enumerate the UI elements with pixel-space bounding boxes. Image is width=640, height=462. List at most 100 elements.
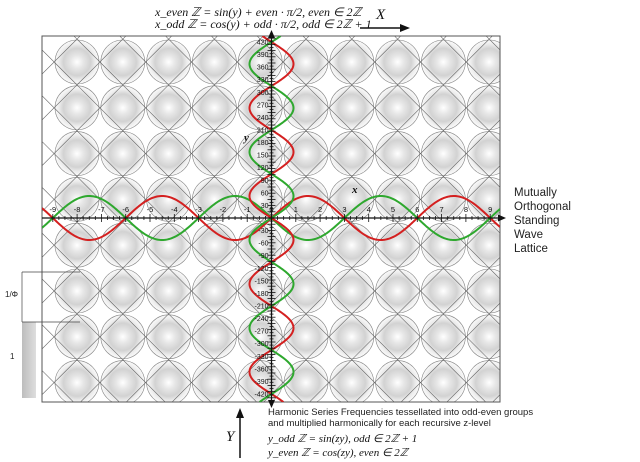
y-tick-label: 240 xyxy=(257,115,269,122)
unit-scale-bar xyxy=(22,322,36,398)
y-tick-label: 90 xyxy=(261,178,269,185)
lattice-sphere xyxy=(54,85,100,131)
x-axis-name: x xyxy=(351,184,358,196)
equation-y-even: y_even ℤ = cos(zy), even ∈ 2ℤ xyxy=(268,447,408,459)
y-tick-label: -300 xyxy=(254,341,268,348)
x-tick-label: -4 xyxy=(171,205,178,214)
lattice-diamond xyxy=(488,165,500,188)
vertical-wave-green xyxy=(248,36,295,402)
y-tick-label: 420 xyxy=(257,40,269,47)
equation-x-odd: x_odd ℤ = cos(y) + odd · π/2, odd ∈ 2ℤ +… xyxy=(155,17,372,31)
y-tick-label: -330 xyxy=(254,354,268,361)
lattice-sphere xyxy=(466,222,500,268)
lattice-sphere xyxy=(329,360,375,402)
lattice-sphere xyxy=(513,132,557,176)
y-axis-arrowhead-bottom xyxy=(268,400,275,408)
lattice-sphere xyxy=(146,131,191,176)
lattice-sphere xyxy=(100,131,146,176)
x-tick-label: -2 xyxy=(220,205,227,214)
lattice-diamond xyxy=(309,382,349,402)
lattice-sphere xyxy=(283,39,329,85)
y-tick-label: -30 xyxy=(258,228,268,235)
y-tick-label: 120 xyxy=(257,165,269,172)
y-tick-label: -90 xyxy=(258,253,268,260)
x-tick-label: 7 xyxy=(440,205,444,214)
x-axis-arrowhead xyxy=(498,214,506,222)
y-tick-label: 360 xyxy=(257,65,269,72)
title-line: Wave xyxy=(514,229,543,241)
lattice-sphere xyxy=(329,314,375,360)
lattice-sphere xyxy=(192,314,237,360)
phi-scale-label: 1/Φ xyxy=(5,290,19,299)
lattice-sphere xyxy=(100,39,146,85)
lattice-diamond xyxy=(492,394,500,402)
x-tick-label: 9 xyxy=(488,205,492,214)
lattice-sphere xyxy=(375,39,420,85)
lattice-sphere xyxy=(146,39,191,85)
lattice-diamond xyxy=(400,382,441,402)
lattice-sphere xyxy=(54,314,100,360)
lattice-diamond xyxy=(488,211,500,234)
lattice-sphere xyxy=(283,85,329,131)
lattice-diamond xyxy=(488,256,500,280)
x-tick-label: 1 xyxy=(294,205,298,214)
y-tick-label: -420 xyxy=(254,392,268,399)
y-tick-label: -360 xyxy=(254,366,268,373)
lattice-diamond xyxy=(217,382,258,402)
lattice-sphere xyxy=(192,131,237,176)
y-tick-label: -240 xyxy=(254,316,268,323)
lattice-sphere xyxy=(54,131,100,176)
decoration-layer xyxy=(21,24,410,458)
lattice-sphere xyxy=(421,85,466,131)
lattice-diamond xyxy=(488,119,500,142)
lattice-sphere xyxy=(100,268,146,314)
y-tick-label: -210 xyxy=(254,304,268,311)
lattice-sphere xyxy=(101,406,145,450)
lattice-diamond xyxy=(488,348,500,371)
lattice-sphere xyxy=(421,222,466,268)
lattice-sphere xyxy=(146,360,191,402)
lattice-sphere xyxy=(421,131,466,176)
lattice-sphere xyxy=(375,360,420,402)
diagram-title: Mutually Orthogonal Standing Wave Lattic… xyxy=(514,186,571,256)
y-axis-name: y xyxy=(242,132,249,144)
x-tick-label: 4 xyxy=(367,205,371,214)
lattice-sphere xyxy=(54,39,100,85)
y-tick-label: 60 xyxy=(261,190,269,197)
lattice-sphere xyxy=(421,39,466,85)
lattice-sphere xyxy=(513,86,557,130)
x-tick-label: -5 xyxy=(147,205,154,214)
y-tick-label: 300 xyxy=(257,90,269,97)
lattice-sphere xyxy=(54,268,100,314)
lattice-diamond xyxy=(488,73,500,97)
lattice-sphere xyxy=(421,314,466,360)
lattice-sphere xyxy=(421,268,466,314)
lattice-sphere xyxy=(283,131,329,176)
unit-scale-label: 1 xyxy=(10,352,15,361)
lattice-diamond xyxy=(80,382,120,402)
y-tick-label: 180 xyxy=(257,140,269,147)
lattice-sphere xyxy=(55,406,99,450)
vertical-wave-red xyxy=(248,36,295,402)
lattice-diamond xyxy=(488,302,500,326)
x-tick-label: 8 xyxy=(464,205,468,214)
lattice-sphere xyxy=(466,85,500,131)
lattice-sphere xyxy=(513,361,557,405)
x-tick-label: -6 xyxy=(122,205,129,214)
lattice-sphere xyxy=(329,85,375,131)
x-direction-arrowhead xyxy=(400,24,410,32)
lattice-sphere xyxy=(192,268,237,314)
x-tick-label: -7 xyxy=(98,205,105,214)
harmonic-note-line: and multiplied harmonically for each rec… xyxy=(268,418,491,429)
y-tick-label: -120 xyxy=(254,266,268,273)
y-tick-label: 390 xyxy=(257,52,269,59)
x-tick-label: 3 xyxy=(342,205,346,214)
lattice-sphere xyxy=(192,85,237,131)
lattice-diamond xyxy=(171,382,212,402)
lattice-diamond xyxy=(42,382,74,402)
y-tick-label: 150 xyxy=(257,153,269,160)
lattice-sphere xyxy=(329,177,375,222)
lattice-sphere xyxy=(466,39,500,85)
